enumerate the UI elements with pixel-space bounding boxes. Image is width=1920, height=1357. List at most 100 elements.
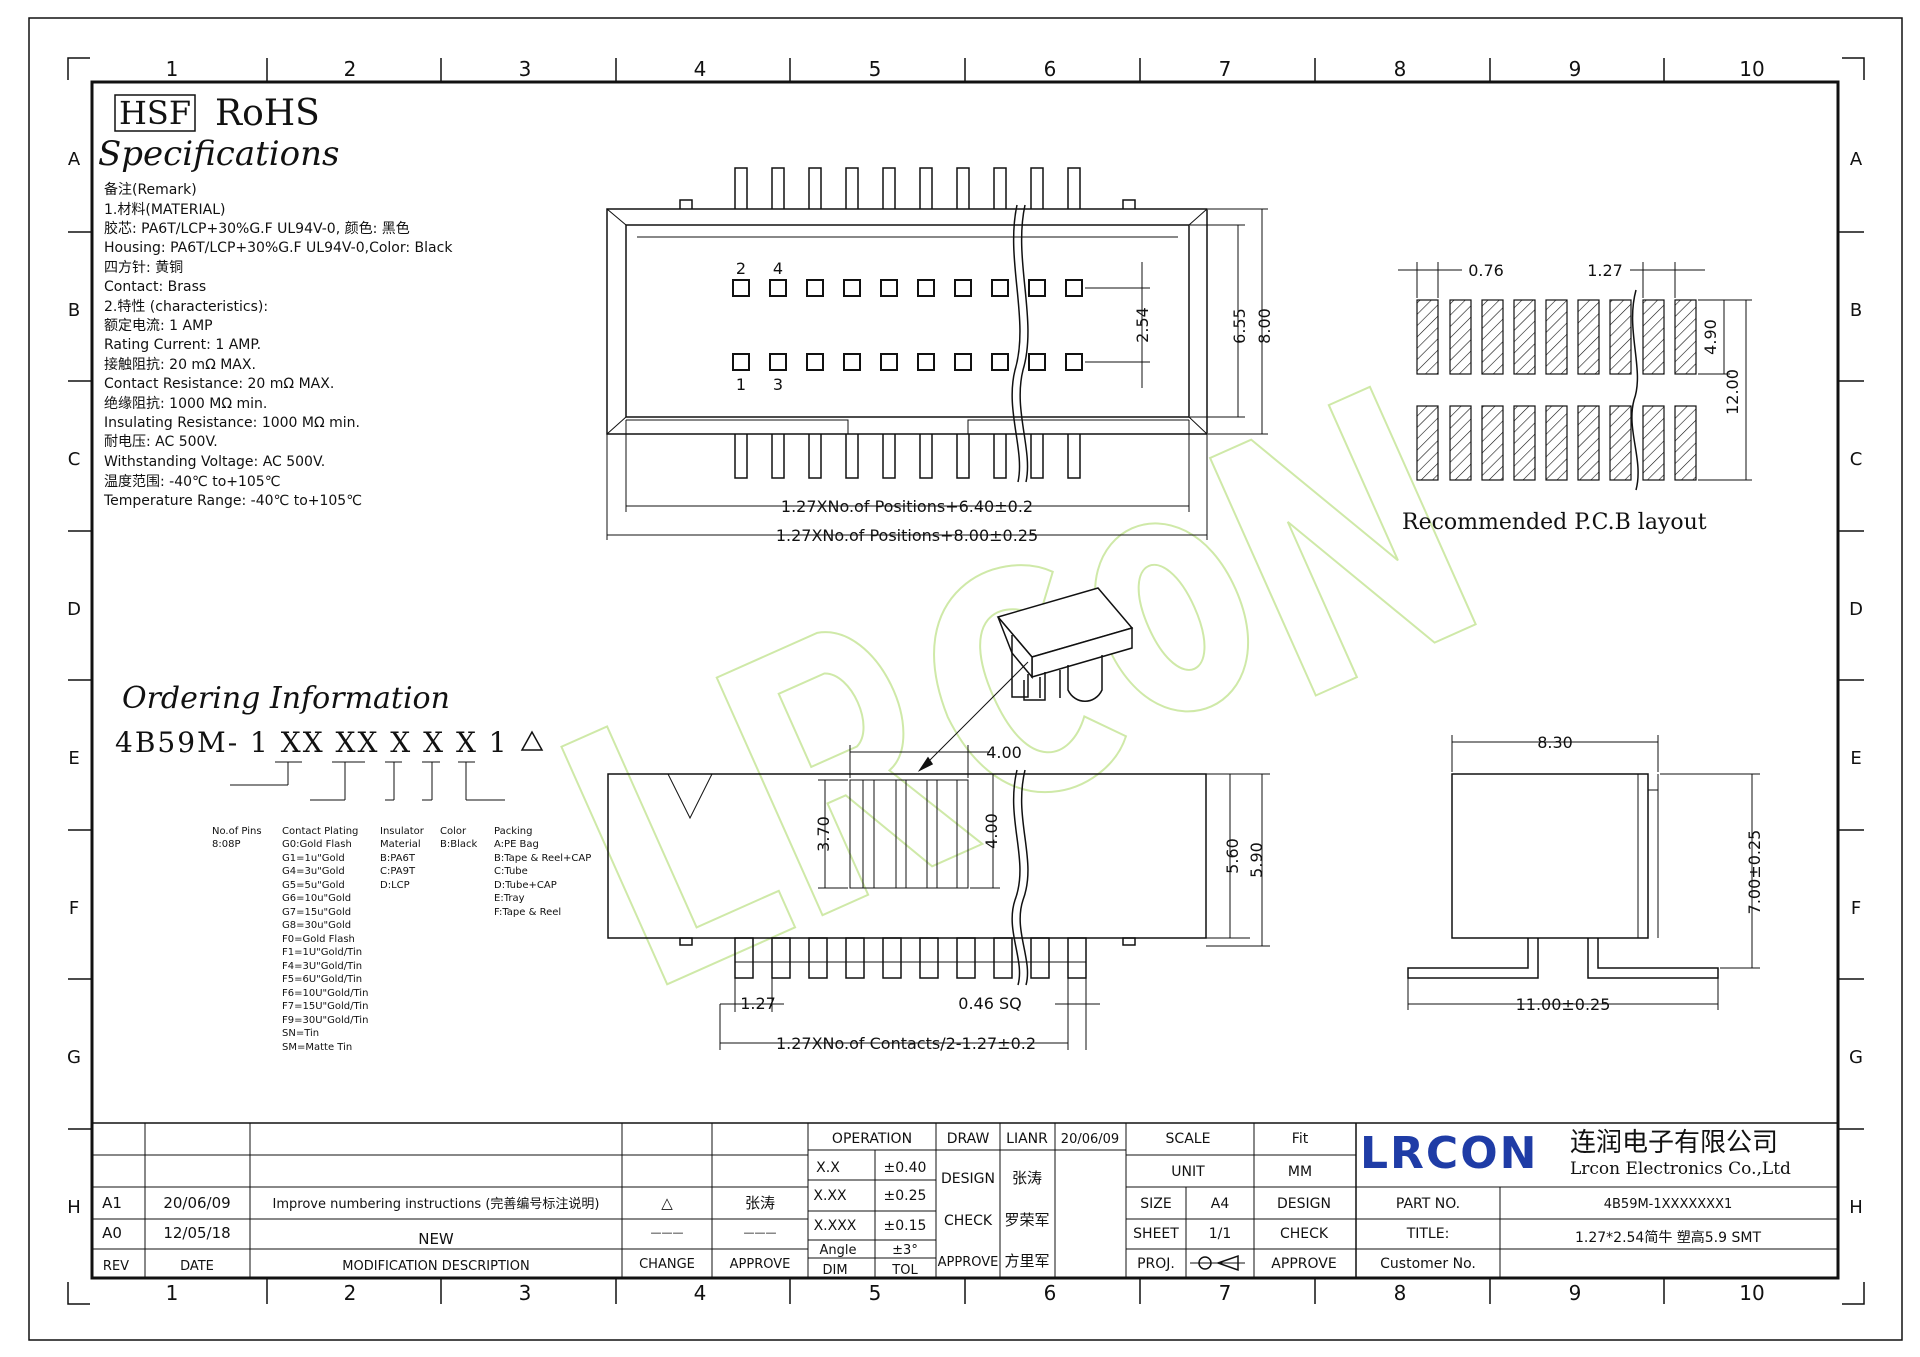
svg-text:F6=10U"Gold/Tin: F6=10U"Gold/Tin <box>282 988 368 999</box>
pcb-dim-490: 4.90 <box>1701 319 1720 355</box>
svg-text:F7=15U"Gold/Tin: F7=15U"Gold/Tin <box>282 1001 368 1012</box>
pin-label: 3 <box>773 375 783 394</box>
pickup-cap-iso <box>917 587 1134 772</box>
spec-line: 接触阻抗: 20 mΩ MAX. <box>104 356 256 373</box>
dim-len-inner: 1.27XNo.of Positions+6.40±0.2 <box>781 497 1033 516</box>
unit-label: UNIT <box>1171 1164 1205 1180</box>
scale-value: Fit <box>1292 1131 1309 1147</box>
legend-packing: Packing A:PE Bag B:Tape & Reel+CAP C:Tub… <box>494 826 591 918</box>
pcb-dim-076: 0.76 <box>1468 261 1504 280</box>
col-label: 9 <box>1569 1281 1582 1305</box>
svg-text:SN=Tin: SN=Tin <box>282 1028 319 1039</box>
col-label: 2 <box>344 57 357 81</box>
watermark-logo <box>560 385 1477 986</box>
dim-5-60: 5.60 <box>1223 838 1242 874</box>
svg-text:G8=30u"Gold: G8=30u"Gold <box>282 920 351 931</box>
svg-text:F0=Gold Flash: F0=Gold Flash <box>282 934 355 945</box>
col-label: 8 <box>1394 1281 1407 1305</box>
dim-2-54: 2.54 <box>1133 307 1152 343</box>
svg-text:SM=Matte Tin: SM=Matte Tin <box>282 1042 352 1053</box>
spec-line: 温度范围: -40℃ to+105℃ <box>104 473 280 490</box>
svg-text:F9=30U"Gold/Tin: F9=30U"Gold/Tin <box>282 1015 368 1026</box>
col-label: 7 <box>1219 57 1232 81</box>
col-label: 9 <box>1569 57 1582 81</box>
part-no-label: PART NO. <box>1396 1196 1460 1212</box>
svg-text:A:PE Bag: A:PE Bag <box>494 839 539 850</box>
draw-label: DRAW <box>947 1131 990 1147</box>
svg-text:H: H <box>67 1197 81 1218</box>
rev-a1: A1 <box>102 1194 122 1212</box>
svg-text:G: G <box>67 1047 81 1068</box>
svg-text:D: D <box>1849 599 1863 620</box>
svg-text:F:Tape & Reel: F:Tape & Reel <box>494 907 561 918</box>
spec-line: Temperature Range: -40℃ to+105℃ <box>103 493 362 509</box>
svg-text:E: E <box>1850 748 1861 769</box>
pcb-layout: 0.76 1.27 4.90 12.00 Recommended P.C.B l… <box>1398 261 1752 535</box>
pcb-caption: Recommended P.C.B layout <box>1402 510 1707 535</box>
draw-name: LIANR <box>1006 1131 1048 1147</box>
svg-text:Packing: Packing <box>494 826 532 837</box>
design-label: DESIGN <box>941 1171 995 1187</box>
svg-text:G: G <box>1849 1047 1863 1068</box>
col-label: 4 <box>694 1281 707 1305</box>
svg-text:A: A <box>1850 149 1863 170</box>
svg-text:Contact Plating: Contact Plating <box>282 826 358 837</box>
spec-list: 备注(Remark) 1.材料(MATERIAL) 胶芯: PA6T/LCP+3… <box>103 181 453 509</box>
rev-a0-change: ——— <box>651 1226 684 1239</box>
side-dim-top: 8.30 <box>1537 733 1573 752</box>
tol-value: ±0.15 <box>884 1218 927 1234</box>
operation-label: OPERATION <box>832 1131 912 1147</box>
side-view: 11.00±0.25 8.30 7.00±0.25 <box>1407 733 1764 1014</box>
rev-header: REV <box>103 1259 129 1274</box>
approve-name: 方里军 <box>1004 1252 1049 1270</box>
sheet-value: 1/1 <box>1209 1226 1232 1242</box>
draw-date: 20/06/09 <box>1061 1132 1119 1147</box>
dim-len-outer: 1.27XNo.of Positions+8.00±0.25 <box>776 526 1038 545</box>
sheet-label: SHEET <box>1133 1226 1179 1242</box>
svg-text:8:08P: 8:08P <box>212 839 241 850</box>
tol-value: ±0.25 <box>884 1188 927 1204</box>
svg-text:E:Tray: E:Tray <box>494 893 525 904</box>
approve2-label: APPROVE <box>1271 1256 1336 1272</box>
part-no: 4B59M-1XXXXXXX1 <box>1604 1197 1733 1212</box>
spec-line: 四方针: 黄铜 <box>104 259 183 276</box>
svg-text:H: H <box>1849 1197 1863 1218</box>
svg-text:C: C <box>1850 449 1863 470</box>
svg-text:B:Black: B:Black <box>440 839 477 850</box>
svg-text:C:PA9T: C:PA9T <box>380 866 416 877</box>
check-label: CHECK <box>944 1213 993 1229</box>
outer-border <box>28 17 1903 1341</box>
pcb-dim-1200: 12.00 <box>1723 369 1742 415</box>
date-header: DATE <box>180 1259 214 1274</box>
svg-text:C: C <box>68 449 81 470</box>
pin-label: 4 <box>773 259 783 278</box>
front-view: 4.00 3.70 4.00 5.60 5.90 1.27 0.46 SQ 1.… <box>607 743 1270 1053</box>
spec-line: 胶芯: PA6T/LCP+30%G.F UL94V-0, 颜色: 黑色 <box>104 220 410 237</box>
col-label: 5 <box>869 57 882 81</box>
hsf-box <box>114 94 196 132</box>
svg-text:E: E <box>68 748 79 769</box>
rev-a1-approve: 张涛 <box>745 1194 775 1212</box>
title-block: A1 20/06/09 Improve numbering instructio… <box>92 1122 1838 1278</box>
dim-3-70: 3.70 <box>814 816 833 852</box>
svg-text:G6=10u"Gold: G6=10u"Gold <box>282 893 351 904</box>
unit-value: MM <box>1288 1164 1312 1180</box>
spec-line: Withstanding Voltage: AC 500V. <box>104 454 325 470</box>
svg-text:G5=5u"Gold: G5=5u"Gold <box>282 880 345 891</box>
pin-label: 1 <box>736 375 746 394</box>
col-label: 6 <box>1044 57 1057 81</box>
tol-label: X.XXX <box>814 1218 857 1234</box>
rev-a0-date: 12/05/18 <box>163 1224 230 1242</box>
revision-triangle-icon <box>520 730 544 751</box>
legend-color: Color B:Black <box>440 826 477 850</box>
company-logo: LRCON <box>1360 1128 1538 1179</box>
scale-label: SCALE <box>1166 1131 1211 1147</box>
dim-pin-sq: 0.46 SQ <box>958 994 1021 1013</box>
svg-text:No.of Pins: No.of Pins <box>212 826 262 837</box>
proj-label: PROJ. <box>1137 1256 1175 1272</box>
spec-line: 备注(Remark) <box>104 181 197 198</box>
dim-cap-4-00: 4.00 <box>986 743 1022 762</box>
bottom-pins <box>734 434 1081 479</box>
spec-line: Housing: PA6T/LCP+30%G.F UL94V-0,Color: … <box>104 240 453 256</box>
